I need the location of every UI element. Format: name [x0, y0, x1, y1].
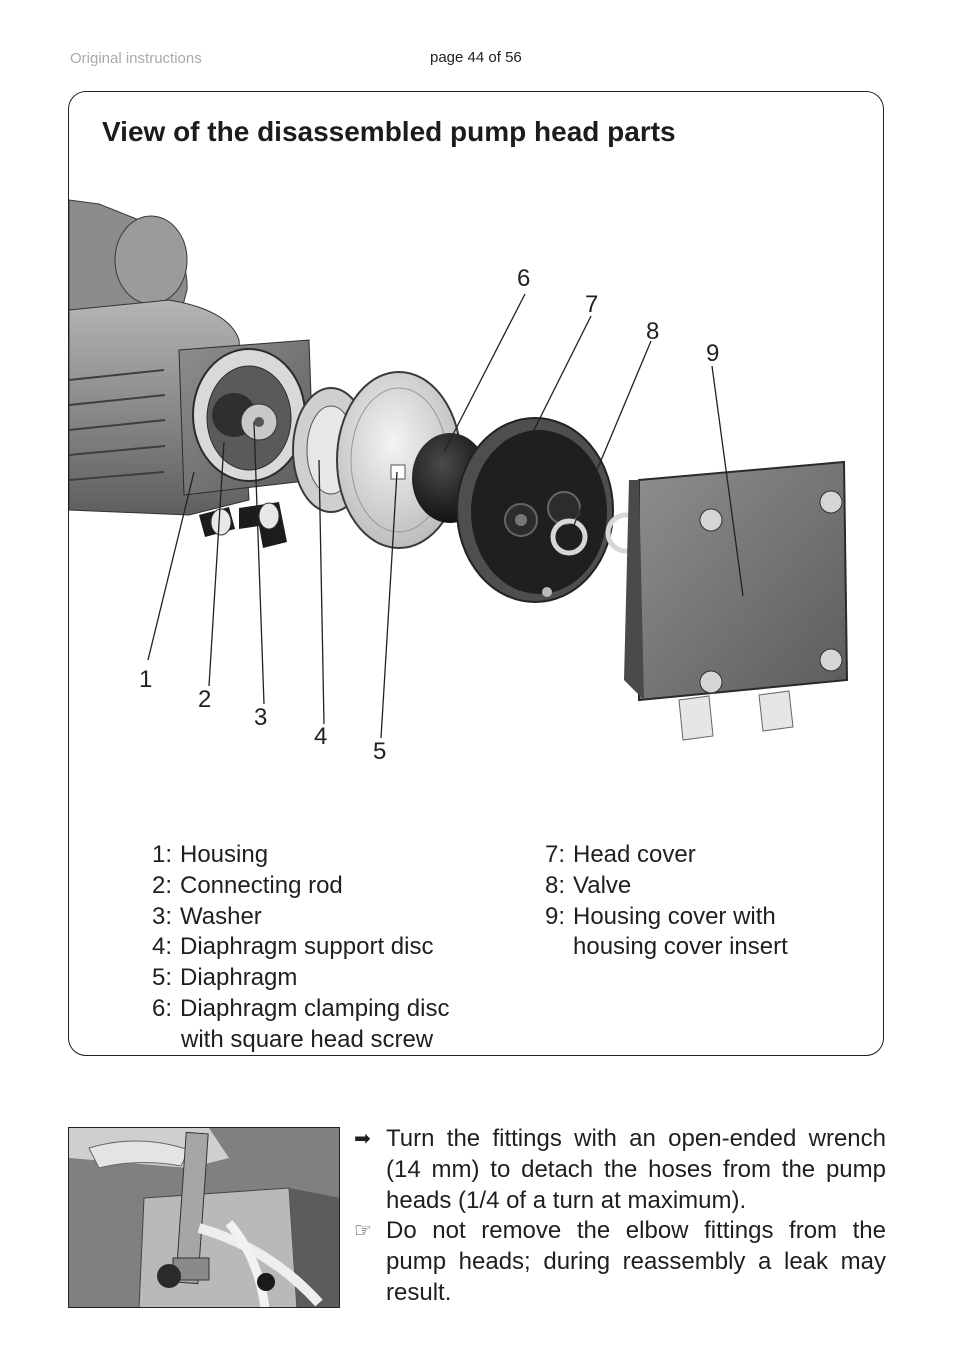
legend-item: 8:Valve — [544, 871, 632, 899]
legend-item: 4:Diaphragm support disc — [151, 933, 434, 961]
legend-item: 3:Washer — [151, 902, 262, 930]
callout-2: 2 — [198, 686, 212, 713]
legend-item: 7:Head cover — [544, 841, 696, 868]
section-title: View of the disassembled pump head parts — [102, 116, 676, 147]
header-document-type: Original instructions — [70, 50, 202, 67]
pointing-hand-icon: ☞ — [354, 1220, 372, 1243]
legend-item-continuation: with square head screw — [181, 1025, 434, 1053]
housing-part — [69, 199, 315, 516]
instruction-list: ➡ Turn the fittings with an open-ended w… — [354, 1124, 886, 1309]
legend-item-continuation: housing cover insert — [573, 933, 788, 961]
elbow-fittings — [199, 502, 287, 548]
callout-7: 7 — [585, 291, 599, 318]
callout-4: 4 — [314, 723, 328, 750]
figure-frame — [68, 91, 884, 1056]
callout-8: 8 — [646, 318, 660, 345]
legend-item: 6:Diaphragm clamping disc — [151, 994, 450, 1022]
callout-3: 3 — [254, 704, 268, 731]
legend-item: 5:Diaphragm — [151, 964, 298, 992]
legend-item: 9:Housing cover with — [544, 902, 776, 930]
callout-leader-lines — [147, 293, 744, 739]
housing-cover-part — [624, 460, 849, 741]
instruction-step: ➡ Turn the fittings with an open-ended w… — [354, 1124, 886, 1216]
head-cover-part — [456, 417, 614, 603]
header-page-number: page 44 of 56 — [430, 49, 522, 66]
legend-left-column: 1:Housing 2:Connecting rod 3:Washer 4:Di… — [140, 840, 449, 1056]
instruction-note: ☞ Do not remove the elbow fittings from … — [354, 1216, 886, 1308]
callout-1: 1 — [139, 666, 153, 693]
valve-part — [550, 512, 633, 556]
legend-item: 1:Housing — [151, 841, 269, 868]
callout-9: 9 — [706, 340, 720, 367]
pump-head-exploded-illustration — [69, 199, 849, 741]
legend-item: 2:Connecting rod — [151, 871, 343, 899]
wrench-fitting-photo — [68, 1127, 340, 1308]
arrow-right-icon: ➡ — [354, 1128, 371, 1150]
callout-6: 6 — [517, 265, 531, 292]
legend-right-column: 7:Head cover 8:Valve 9:Housing cover wit… — [533, 840, 788, 963]
callout-5: 5 — [373, 738, 387, 765]
